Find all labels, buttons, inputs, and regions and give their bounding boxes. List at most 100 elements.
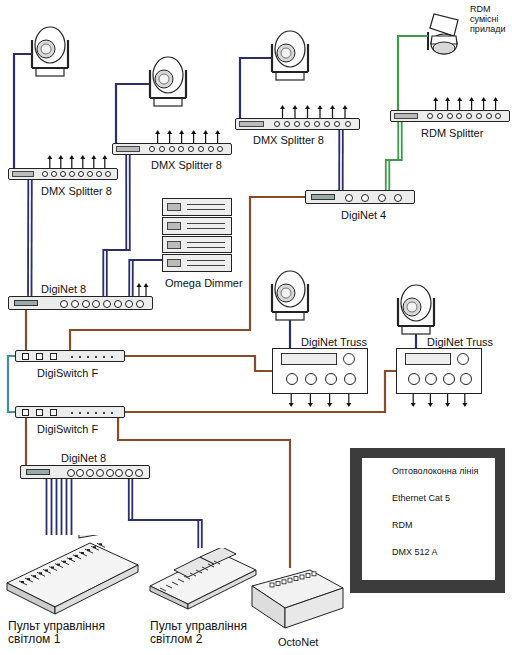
output-arrow — [169, 133, 170, 143]
port — [103, 300, 111, 308]
arrow-head — [318, 105, 323, 109]
dmx-port — [286, 373, 298, 385]
moving-head — [398, 285, 434, 334]
dmx-port — [443, 373, 455, 385]
output-arrow — [447, 100, 448, 110]
port — [22, 409, 29, 416]
cable-line — [386, 122, 399, 190]
arrow-head — [47, 155, 52, 159]
fader — [55, 564, 63, 568]
legend-text: DMX 512 A — [392, 547, 438, 558]
arrow-head — [69, 155, 74, 159]
console-figure — [5, 535, 140, 615]
fader — [79, 552, 87, 556]
dmx-cable — [289, 320, 291, 348]
octonet-side — [285, 588, 343, 628]
arrow-head — [330, 105, 335, 109]
port — [314, 121, 320, 127]
port — [105, 171, 111, 177]
cable-line — [338, 130, 340, 190]
port — [125, 300, 133, 308]
dmx-port — [425, 373, 437, 385]
callout-label: RDM сумісні прилади — [470, 4, 510, 34]
fader — [160, 588, 166, 591]
port — [60, 171, 66, 177]
moving-head — [272, 271, 308, 320]
port — [159, 146, 165, 152]
port — [96, 171, 102, 177]
arrow-head — [411, 403, 416, 407]
display — [239, 121, 264, 127]
octonet-port — [288, 578, 292, 582]
dot — [87, 356, 89, 358]
cable-line — [8, 356, 15, 412]
fader-knob — [45, 569, 48, 571]
device-label: OctoNet — [278, 636, 318, 649]
port — [169, 146, 175, 152]
rdm-par — [428, 14, 458, 54]
cable — [129, 260, 164, 296]
port — [51, 171, 57, 177]
display — [12, 171, 34, 177]
device-label: DMX Splitter 8 — [253, 134, 324, 147]
cable — [129, 479, 202, 548]
output-arrow — [157, 133, 158, 143]
display — [167, 259, 181, 267]
port — [22, 353, 29, 360]
port — [345, 121, 351, 127]
dimmer-unit — [162, 254, 232, 272]
port — [135, 469, 143, 477]
cable — [28, 180, 32, 296]
cable-line — [129, 479, 199, 548]
dmx-port — [344, 373, 356, 385]
port — [361, 194, 369, 202]
fader — [85, 549, 93, 553]
output-arrow — [344, 108, 345, 118]
display — [14, 300, 38, 306]
fader — [61, 561, 69, 565]
output-arrow — [217, 133, 218, 143]
fader-knob — [81, 552, 84, 554]
octonet-port — [306, 573, 310, 577]
arrow-head — [343, 105, 348, 109]
port — [136, 300, 144, 308]
arrow-head — [144, 283, 149, 287]
port — [125, 469, 133, 477]
fader-knob — [93, 546, 96, 548]
dot — [111, 412, 113, 414]
dmx-port — [305, 373, 317, 385]
fader-knob — [39, 572, 42, 574]
port — [115, 469, 123, 477]
port — [294, 121, 300, 127]
cable — [118, 418, 290, 568]
arrow-head — [203, 130, 208, 134]
arrow-head — [493, 97, 498, 101]
output-arrow — [49, 158, 50, 168]
display — [116, 146, 140, 152]
arrow-head — [433, 97, 438, 101]
output-arrow — [332, 108, 333, 118]
port — [324, 121, 330, 127]
output-arrow — [282, 108, 283, 118]
cable-line — [31, 180, 33, 296]
cable — [386, 122, 402, 190]
device-label: DigiNet Truss — [427, 336, 493, 349]
arrow-head — [445, 97, 450, 101]
arrow-head — [102, 155, 107, 159]
device-label: Пульт управління світлом 1 — [8, 620, 133, 646]
fader-knob — [27, 578, 30, 580]
dot — [95, 412, 97, 414]
port — [447, 113, 453, 119]
port — [178, 146, 184, 152]
port — [345, 194, 353, 202]
device-box: DigiNet Truss — [272, 348, 368, 394]
port — [78, 171, 84, 177]
device-box: DigiSwitch F — [15, 350, 125, 362]
cable-line — [51, 479, 53, 535]
output-arrow — [495, 100, 496, 110]
port — [114, 300, 122, 308]
port — [437, 113, 443, 119]
cable — [8, 356, 15, 412]
dot — [71, 412, 73, 414]
output-arrow — [82, 158, 83, 168]
